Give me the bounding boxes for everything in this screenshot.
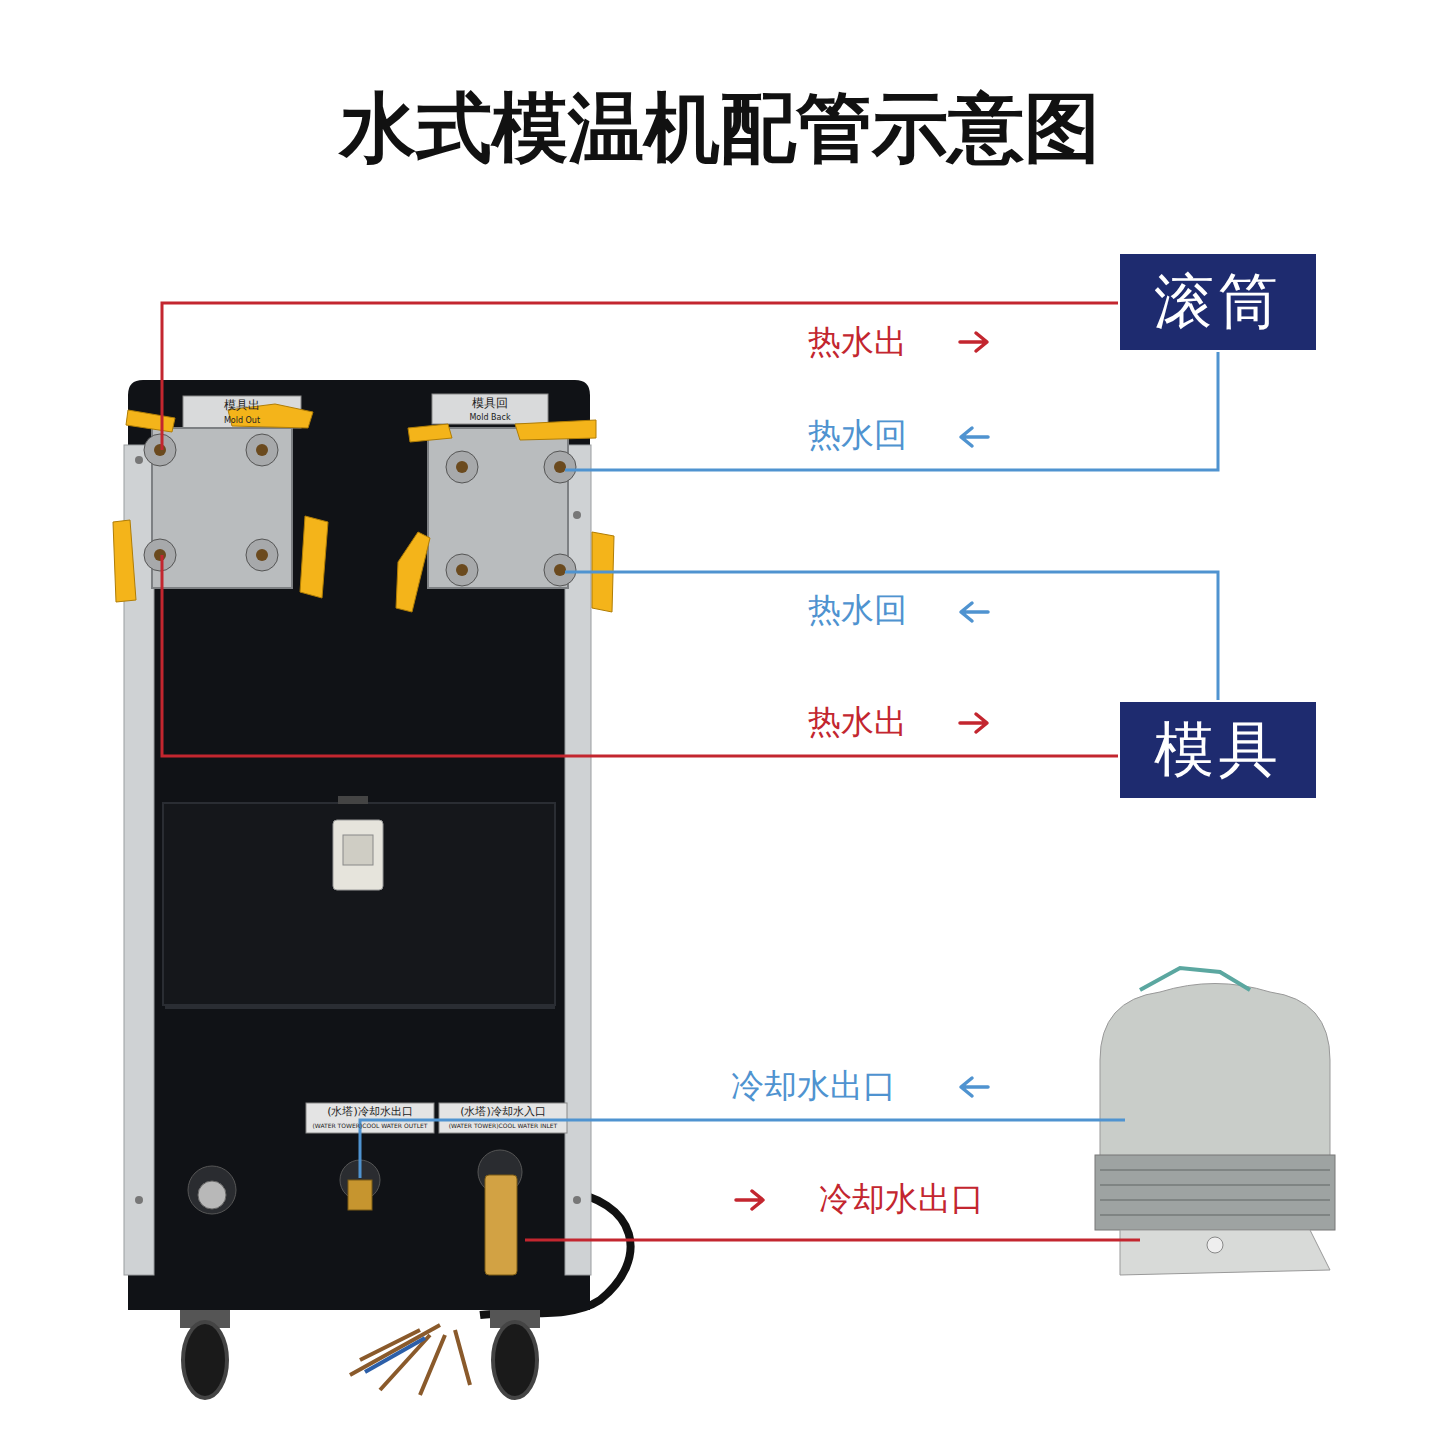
- drain-plug: [198, 1181, 226, 1209]
- tower-port: [1207, 1237, 1223, 1253]
- cooling-in-line: [525, 1239, 1140, 1242]
- tower-grille: [1095, 1155, 1335, 1230]
- brass-valve: [485, 1175, 517, 1275]
- label-plate: [306, 1103, 434, 1133]
- label-plate: [439, 1103, 567, 1133]
- panel-seam: [165, 1005, 555, 1009]
- flow-label: 热水回: [808, 416, 907, 454]
- valve-handles: [113, 404, 614, 612]
- hot-out-line: [162, 303, 1118, 450]
- equipment-box: 滚筒: [1118, 252, 1318, 352]
- drain-fitting: [188, 1166, 236, 1214]
- diagram-title: 水式模温机配管示意图: [340, 84, 1100, 171]
- flow-label: 冷却水出口: [731, 1067, 896, 1105]
- plate-label: Mold Back: [469, 413, 510, 422]
- screw: [573, 511, 581, 519]
- hot-return-line: [565, 572, 1218, 700]
- grille-lines: [1100, 1170, 1330, 1215]
- cooling-out-line: [360, 1120, 1125, 1178]
- door-latch: [338, 796, 368, 804]
- cooling-tower-body: [1100, 984, 1330, 1161]
- plate-label: (WATER TOWER)COOL WATER OUTLET: [313, 1123, 428, 1130]
- flow-label: 热水出: [808, 703, 907, 741]
- wheel: [183, 1322, 227, 1398]
- power-switch: [333, 820, 383, 890]
- wheel: [493, 1322, 537, 1398]
- wire-blue: [365, 1338, 425, 1372]
- equipment-box: 模具: [1118, 700, 1318, 800]
- plate-label: (水塔)冷却水入口: [460, 1106, 546, 1119]
- flow-label: 热水回: [808, 591, 907, 629]
- screw: [135, 1196, 143, 1204]
- hot-return-line: [565, 352, 1218, 470]
- box-label: 模具: [1154, 710, 1282, 791]
- flow-label: 冷却水出口: [819, 1180, 984, 1218]
- plate-label: 模具回: [472, 397, 508, 411]
- hot-out-line: [162, 555, 1118, 756]
- control-door: [163, 803, 555, 1005]
- brass-nozzle: [348, 1180, 372, 1210]
- screw: [573, 1196, 581, 1204]
- plate-label: (水塔)冷却水出口: [327, 1106, 413, 1119]
- box-label: 滚筒: [1154, 262, 1282, 343]
- switch-rocker: [343, 835, 373, 865]
- wire-bundle: [350, 1325, 470, 1395]
- label-plate: [432, 394, 548, 424]
- plate-label: Mold Out: [224, 416, 260, 425]
- fittings: [144, 434, 576, 586]
- plate-label: 模具出: [224, 399, 260, 413]
- tower-basin: [1120, 1230, 1330, 1275]
- screw: [135, 456, 143, 464]
- plate-label: (WATER TOWER)COOL WATER INLET: [449, 1123, 557, 1130]
- flow-label: 热水出: [808, 323, 907, 361]
- tower-pipe: [1140, 968, 1250, 990]
